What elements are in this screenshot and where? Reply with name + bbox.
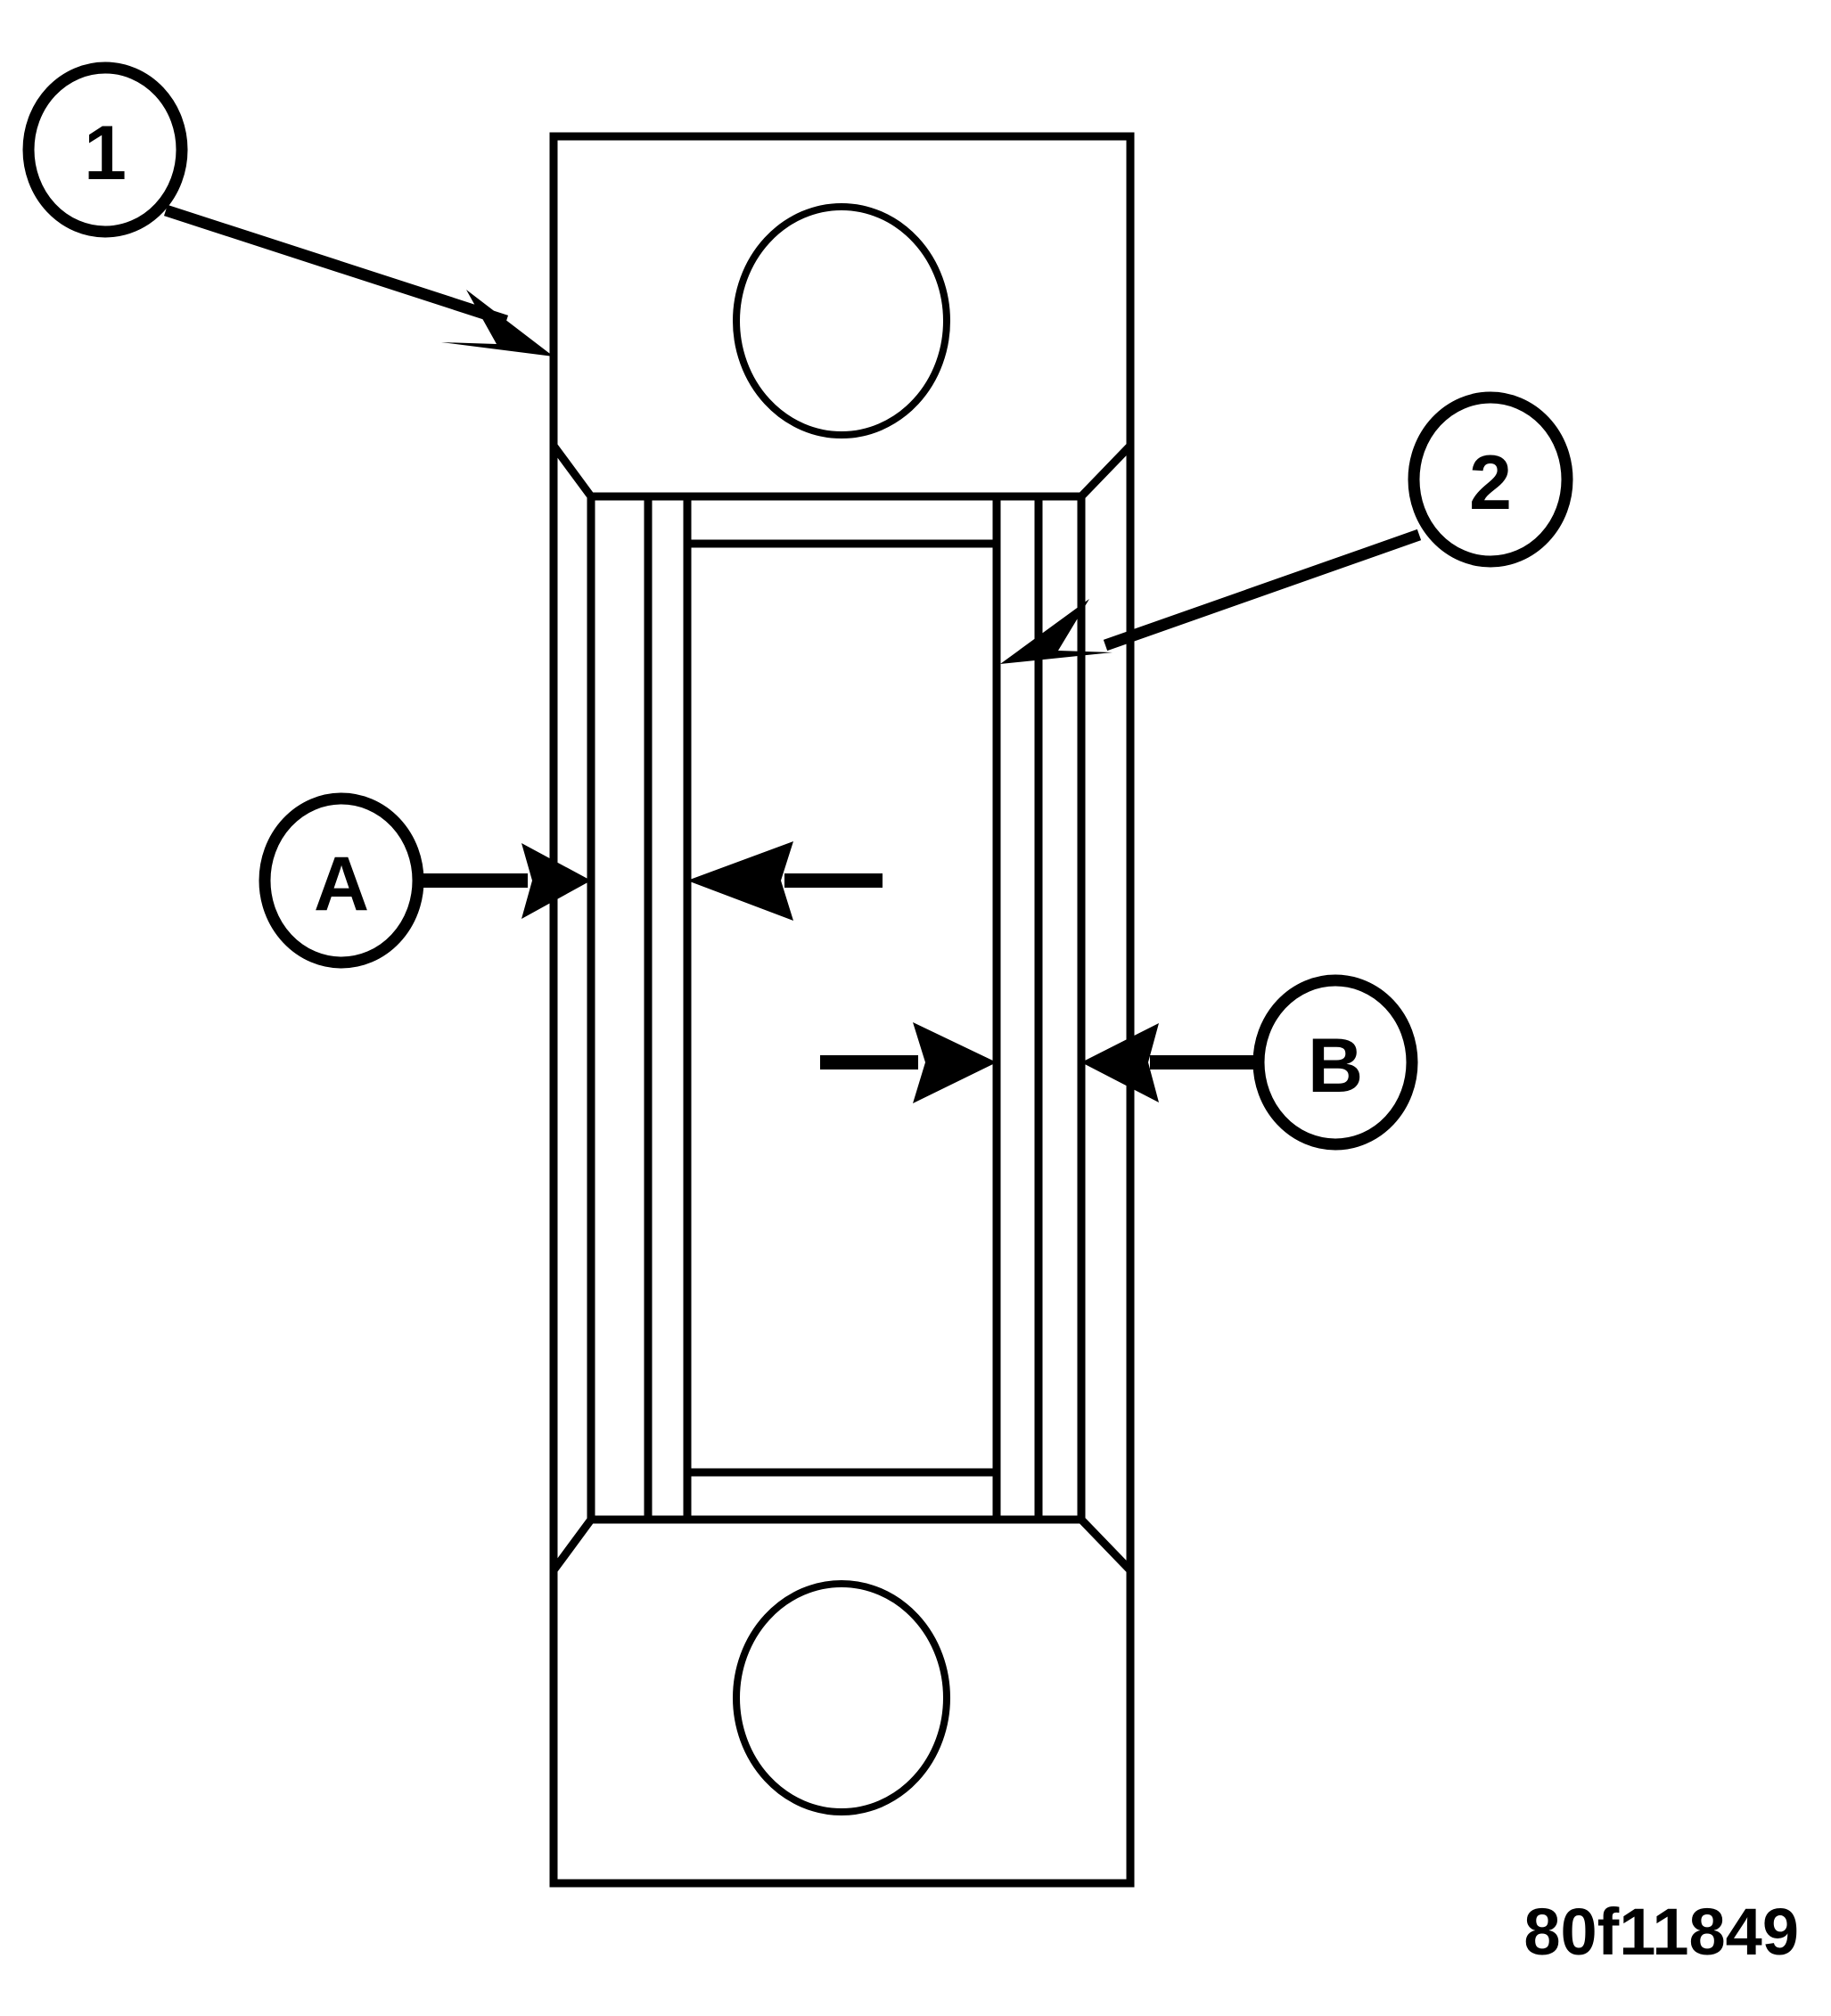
callout-2-leader-line — [1103, 529, 1422, 652]
lower-left-chamfer — [550, 1517, 595, 1573]
lower-through-hole-icon — [733, 1580, 950, 1815]
upper-right-chamfer — [1078, 442, 1134, 500]
callout-b-label: B — [1308, 1023, 1363, 1109]
upper-left-chamfer — [550, 443, 595, 499]
callout-b-balloon[interactable] — [1252, 974, 1418, 1151]
figure-id-label: 80f11849 — [1523, 1895, 1799, 1969]
callout-a-group[interactable]: A — [259, 792, 883, 969]
callout-2-label: 2 — [1469, 440, 1512, 526]
callout-1-leader-line — [163, 204, 509, 327]
callout-1-group[interactable]: 1 — [22, 61, 554, 356]
upper-through-hole-icon — [733, 203, 950, 438]
callout-a-balloon[interactable] — [259, 792, 424, 969]
callout-2-group[interactable]: 2 — [1000, 391, 1573, 664]
callout-1-arrow-head — [441, 290, 554, 356]
callout-2-arrow-head — [1000, 599, 1113, 664]
callout-a-label: A — [314, 841, 369, 927]
dim-a-right-arrow-head — [687, 841, 793, 921]
dim-b-right-arrow-head — [1081, 1023, 1159, 1102]
part-outline-group — [549, 132, 1135, 1888]
callout-2-balloon[interactable] — [1408, 391, 1573, 568]
dim-a-left-arrow-head — [521, 843, 591, 919]
callout-1-label: 1 — [84, 111, 127, 196]
part-outer-profile — [549, 132, 1135, 1888]
callout-1-balloon[interactable] — [22, 61, 188, 238]
callout-b-group[interactable]: B — [820, 974, 1418, 1151]
dim-b-left-arrow-head — [913, 1022, 997, 1103]
lower-right-chamfer — [1078, 1516, 1134, 1574]
